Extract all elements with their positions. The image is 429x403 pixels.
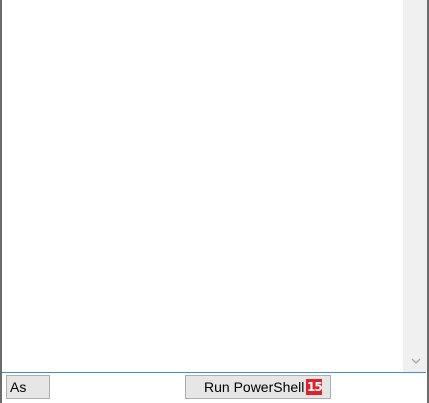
window-left-border: [0, 0, 2, 403]
vertical-scrollbar[interactable]: [403, 0, 428, 372]
chevron-down-icon: [411, 358, 420, 364]
window-right-border: [427, 0, 429, 403]
run-powershell-label: Run PowerShell: [204, 379, 305, 395]
script-output-textarea[interactable]: [2, 0, 428, 373]
count-badge: 15: [306, 378, 323, 395]
run-as-label: As: [10, 379, 27, 395]
scroll-down-button[interactable]: [403, 350, 428, 372]
run-as-button[interactable]: As: [6, 375, 50, 399]
